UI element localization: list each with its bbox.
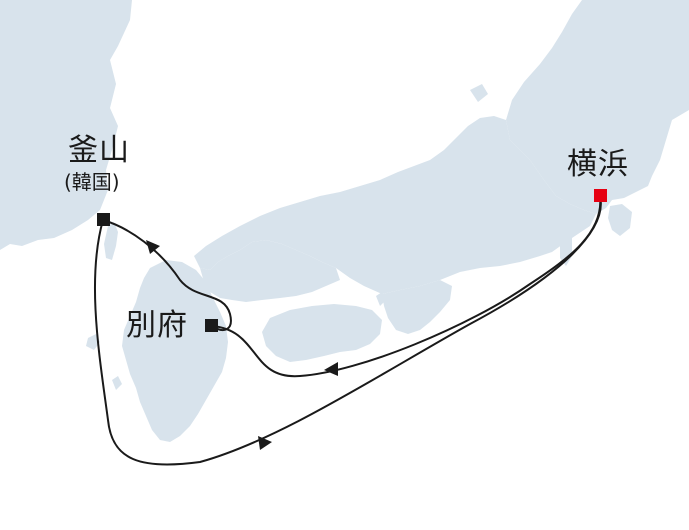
port-marker-yokohama (594, 189, 607, 202)
route-arrows (146, 240, 338, 450)
koshikijima (112, 376, 122, 390)
tsushima-island (104, 222, 118, 260)
kii-peninsula (382, 280, 452, 334)
kyushu (122, 260, 228, 442)
arrow-icon (146, 240, 160, 254)
goto-islands (86, 334, 100, 350)
port-label-yokohama: 横浜 (567, 147, 629, 182)
western-honshu (200, 240, 340, 302)
port-label-beppu: 別府 (126, 308, 188, 343)
korean-peninsula (0, 0, 132, 250)
route-yokohama-to-busan (93, 195, 602, 466)
route-busan-to-beppu (102, 219, 232, 331)
port-marker-beppu (205, 319, 218, 332)
northern-honshu (506, 0, 689, 214)
arrow-icon (258, 436, 272, 450)
port-marker-busan (97, 213, 110, 226)
cruise-route (93, 195, 602, 466)
oki-islands (300, 222, 312, 234)
boso-peninsula (608, 204, 632, 236)
awaji-island (376, 292, 386, 306)
shikoku (262, 304, 382, 362)
arrow-icon (324, 362, 338, 376)
landmass (0, 0, 689, 442)
port-sublabel-busan: (韓国) (64, 170, 120, 194)
sado-island (470, 84, 488, 102)
central-honshu (194, 116, 596, 294)
port-label-busan: 釜山 (68, 133, 130, 168)
